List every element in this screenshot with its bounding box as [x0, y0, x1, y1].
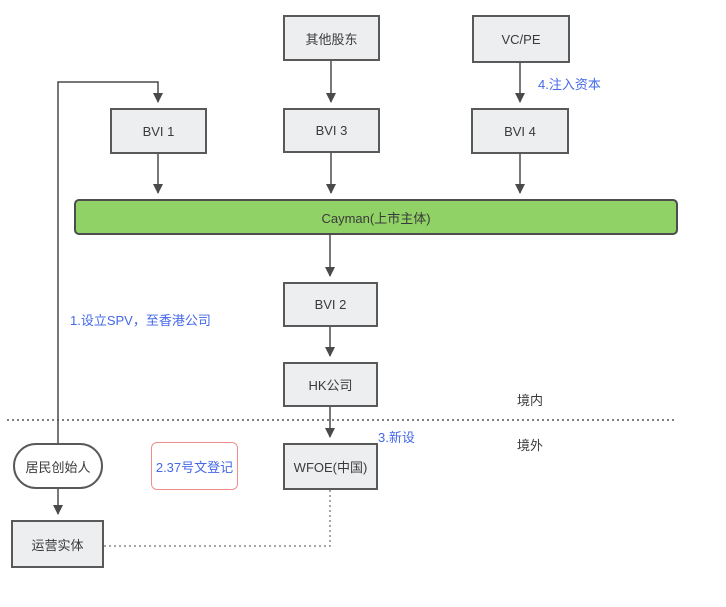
annotation-step1-setup-spv: 1.设立SPV，至香港公司	[70, 313, 211, 328]
node-circular37-registration-note[interactable]: 2.37号文登记	[151, 442, 238, 490]
node-operating-entity[interactable]: 运营实体	[11, 520, 104, 568]
node-bvi1[interactable]: BVI 1	[110, 108, 207, 154]
node-bvi4[interactable]: BVI 4	[471, 108, 569, 154]
annotation-step3-newly-established: 3.新设	[378, 430, 415, 445]
node-vcpe[interactable]: VC/PE	[472, 15, 570, 63]
annotation-step4-inject-capital: 4.注入资本	[538, 77, 601, 92]
node-wfoe-china[interactable]: WFOE(中国)	[283, 443, 378, 490]
node-bvi3[interactable]: BVI 3	[283, 108, 380, 153]
label-offshore: 境外	[517, 438, 544, 453]
node-cayman-listing-entity[interactable]: Cayman(上市主体)	[74, 199, 678, 235]
connector-wfoe-to-operating-entity-dotted	[104, 490, 331, 547]
node-bvi2[interactable]: BVI 2	[283, 282, 378, 327]
node-hk-company[interactable]: HK公司	[283, 362, 378, 407]
connector-founder-to-bvi1	[57, 81, 163, 443]
node-other-shareholders[interactable]: 其他股东	[283, 15, 380, 61]
label-onshore: 境内	[517, 393, 544, 408]
node-resident-founder[interactable]: 居民创始人	[13, 443, 103, 489]
